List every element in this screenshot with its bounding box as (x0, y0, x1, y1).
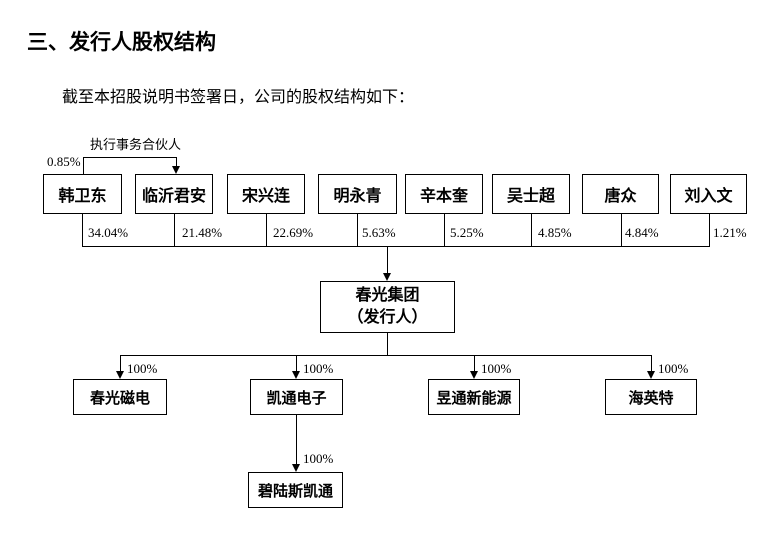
shareholder-box-7: 刘入文 (670, 174, 747, 214)
arrowhead-down-icon (292, 464, 300, 472)
subsidiary-pct-2: 100% (481, 361, 512, 376)
issuer-name: 春光集团 (355, 287, 420, 304)
subsidiary-box-2: 昱通新能源 (428, 379, 520, 415)
subsidiary-pct-0: 100% (127, 361, 158, 376)
issuer-descriptor: （发行人） (347, 309, 428, 326)
shareholder-name: 韩卫东 (58, 188, 107, 205)
shareholder-box-2: 宋兴连 (227, 174, 305, 214)
shareholder-pct-1: 21.48% (182, 225, 223, 240)
shareholder-drop-line-6 (621, 214, 622, 246)
issuer-down-line (387, 333, 388, 355)
subsidiary-drop-line-2 (474, 355, 475, 372)
shareholder-box-0: 韩卫东 (43, 174, 122, 214)
shareholder-name: 辛本奎 (419, 188, 468, 205)
shareholder-box-6: 唐众 (582, 174, 659, 214)
arrowhead-down-icon (383, 273, 391, 281)
subsidiary-pct-3: 100% (658, 361, 689, 376)
section-title: 三、发行人股权结构 (27, 31, 216, 54)
subsidiary-name: 春光磁电 (89, 389, 150, 407)
subsidiary-name: 凯通电子 (266, 389, 327, 407)
issuer-connector-line (387, 246, 388, 274)
subsidiary-box-0: 春光磁电 (73, 379, 167, 415)
gp-connector-right (176, 157, 177, 167)
arrowhead-down-icon (470, 371, 478, 379)
shareholder-pct-0: 34.04% (88, 225, 129, 240)
shareholder-name: 明永青 (333, 188, 382, 205)
shareholder-drop-line-1 (174, 214, 175, 246)
subsidiary-name: 海英特 (628, 389, 674, 407)
shareholder-drop-line-2 (266, 214, 267, 246)
shareholder-drop-line-0 (82, 214, 83, 246)
arrowhead-down-icon (172, 166, 180, 174)
subsidiary-name: 昱通新能源 (436, 389, 512, 407)
intro-text: 截至本招股说明书签署日，公司的股权结构如下： (62, 89, 415, 106)
subsidiary-bus-line (120, 355, 651, 356)
shareholder-box-5: 吴士超 (492, 174, 570, 214)
shareholder-drop-line-7 (709, 214, 710, 246)
shareholder-pct-5: 4.85% (538, 225, 572, 240)
executive-partner-label: 执行事务合伙人 (90, 137, 182, 152)
subsubsidiary-line (296, 415, 297, 465)
subsidiary-drop-line-3 (651, 355, 652, 372)
subsubsidiary-name: 碧陆斯凯通 (257, 482, 333, 500)
gp-connector-horizontal (83, 157, 177, 158)
subsubsidiary-box: 碧陆斯凯通 (248, 472, 343, 508)
subsidiary-box-3: 海英特 (605, 379, 697, 415)
shareholder-bus-line (82, 246, 710, 247)
shareholder-box-1: 临沂君安 (135, 174, 213, 214)
subsidiary-drop-line-1 (296, 355, 297, 372)
issuer-box: 春光集团 （发行人） (320, 281, 455, 333)
subsidiary-drop-line-0 (120, 355, 121, 372)
arrowhead-down-icon (647, 371, 655, 379)
subsubsidiary-pct: 100% (303, 451, 334, 466)
shareholder-name: 吴士超 (506, 188, 555, 205)
shareholder-box-4: 辛本奎 (405, 174, 483, 214)
subsidiary-pct-1: 100% (303, 361, 334, 376)
shareholder-name: 宋兴连 (241, 188, 290, 205)
arrowhead-down-icon (116, 371, 124, 379)
subsidiary-box-1: 凯通电子 (250, 379, 343, 415)
executive-partner-share: 0.85% (47, 154, 81, 169)
shareholder-box-3: 明永青 (318, 174, 397, 214)
shareholder-name: 临沂君安 (141, 188, 206, 205)
gp-connector-left (83, 157, 84, 174)
shareholder-pct-2: 22.69% (273, 225, 314, 240)
shareholder-pct-3: 5.63% (362, 225, 396, 240)
shareholder-drop-line-5 (531, 214, 532, 246)
shareholder-name: 唐众 (604, 188, 637, 205)
arrowhead-down-icon (292, 371, 300, 379)
shareholder-pct-6: 4.84% (625, 225, 659, 240)
shareholder-pct-7: 1.21% (713, 225, 747, 240)
shareholder-name: 刘入文 (684, 188, 733, 205)
shareholder-drop-line-3 (357, 214, 358, 246)
shareholder-pct-4: 5.25% (450, 225, 484, 240)
shareholder-drop-line-4 (444, 214, 445, 246)
